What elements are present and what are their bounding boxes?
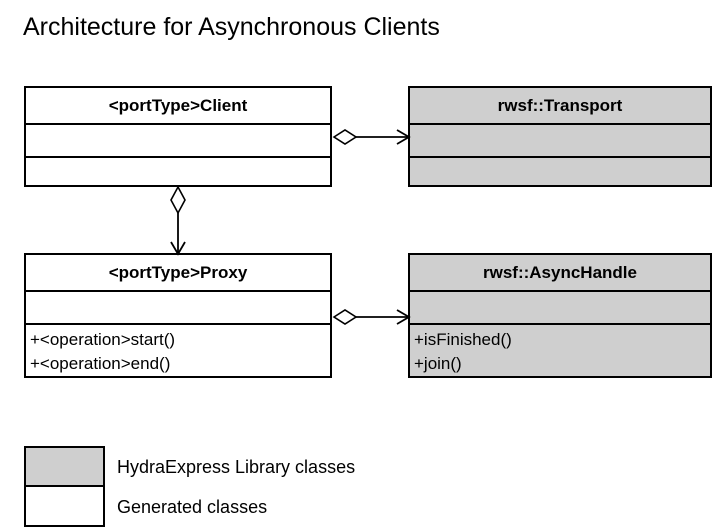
class-name-compartment: <portType>Proxy (26, 255, 330, 290)
class-name-label: rwsf::Transport (497, 96, 623, 115)
operation-item: +<operation>start() (30, 330, 176, 349)
open-arrow-head (170, 241, 186, 256)
uml-class-proxy[interactable]: <portType>Proxy +<operation>start() +<op… (24, 253, 332, 378)
operation-item: +isFinished() (414, 330, 512, 349)
legend-swatch-generated (26, 486, 103, 525)
relationship-client-proxy[interactable] (162, 185, 194, 256)
class-name-compartment: rwsf::Transport (410, 88, 710, 123)
class-operations-compartment: +<operation>start() +<operation>end() (26, 323, 330, 376)
relationship-proxy-asynchandle[interactable] (332, 302, 411, 334)
class-name-label: <portType>Client (108, 96, 248, 115)
aggregation-diamond (332, 129, 358, 145)
open-arrow-head (396, 309, 411, 325)
uml-class-asynchandle[interactable]: rwsf::AsyncHandle +isFinished() +join() (408, 253, 712, 378)
open-arrow-head (396, 129, 411, 145)
class-operations-compartment: +isFinished() +join() (410, 323, 710, 376)
operation-item: +join() (414, 354, 462, 373)
legend-label-generated: Generated classes (117, 497, 268, 517)
class-name-label: <portType>Proxy (108, 263, 248, 282)
class-operations-compartment (26, 156, 330, 185)
uml-class-client[interactable]: <portType>Client (24, 86, 332, 187)
class-name-compartment: rwsf::AsyncHandle (410, 255, 710, 290)
aggregation-diamond (332, 309, 358, 325)
legend-swatch-box (24, 446, 105, 527)
class-operations-compartment (410, 156, 710, 185)
page-title: Architecture for Asynchronous Clients (23, 13, 440, 41)
legend-swatch-library (26, 448, 103, 487)
class-name-label: rwsf::AsyncHandle (483, 263, 637, 282)
operation-item: +<operation>end() (30, 354, 171, 373)
class-attributes-compartment (410, 290, 710, 323)
uml-class-transport[interactable]: rwsf::Transport (408, 86, 712, 187)
aggregation-diamond (170, 185, 186, 215)
legend-label-library: HydraExpress Library classes (117, 457, 356, 477)
class-attributes-compartment (26, 123, 330, 156)
class-attributes-compartment (410, 123, 710, 156)
class-name-compartment: <portType>Client (26, 88, 330, 123)
relationship-client-transport[interactable] (332, 122, 411, 154)
class-attributes-compartment (26, 290, 330, 323)
